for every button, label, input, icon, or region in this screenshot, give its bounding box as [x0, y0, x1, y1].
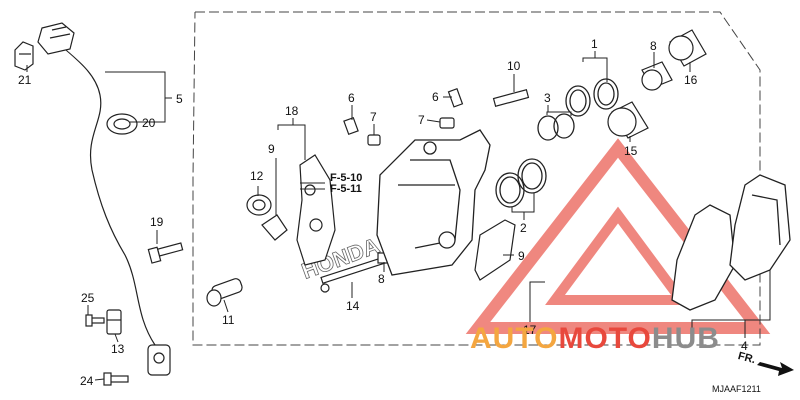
part-label-16: 14	[346, 299, 360, 313]
part-label-9: 9	[518, 249, 525, 263]
part-label-3: 3	[544, 91, 551, 105]
part-label-14: 12	[250, 169, 264, 183]
watermark-hub: HUB	[652, 322, 720, 355]
part-label-4: 4	[741, 339, 748, 353]
pad-spring-11	[261, 214, 288, 241]
watermark-text: AUTOMOTOHUB	[470, 322, 720, 355]
part-label-7a: 7	[370, 110, 377, 124]
wire-clamp	[106, 309, 122, 335]
part-label-18: 16	[684, 73, 698, 87]
part-label-21: 19	[150, 215, 164, 229]
part-label-12: 10	[507, 59, 521, 73]
leader-lines	[26, 51, 771, 381]
sensor-head	[147, 344, 171, 376]
part-label-19: 17	[523, 323, 537, 337]
piston-18	[668, 29, 707, 67]
pad-shim-9	[474, 219, 516, 281]
watermark-moto: MOTO	[558, 322, 651, 355]
brake-pad-outer	[729, 174, 791, 281]
front-direction-indicator: FR.	[737, 350, 794, 376]
watermark-auto: AUTO	[470, 322, 558, 355]
slide-pin-13	[206, 278, 243, 307]
clamp-bolt-25	[85, 314, 105, 327]
caliper-body	[376, 129, 491, 276]
part-label-5: 5	[176, 92, 183, 106]
part-label-10: 8	[378, 272, 385, 286]
ref-label-f-5-10: F-5-10	[330, 172, 362, 184]
piston-8	[641, 61, 673, 91]
sensor-connector	[37, 22, 75, 55]
piston-seal-set	[495, 78, 619, 208]
slide-pin-boot-14	[246, 194, 272, 216]
part-label-6b: 6	[432, 90, 439, 104]
connector-clip	[14, 41, 34, 71]
wire-grommet	[106, 113, 138, 135]
part-label-23: 21	[18, 73, 32, 87]
piston-17	[607, 101, 649, 139]
part-label-1: 1	[591, 37, 598, 51]
assembly-boundary	[192, 11, 761, 346]
direction-arrow-icon	[757, 362, 794, 376]
piston-12	[492, 89, 530, 107]
part-label-8: 8	[650, 39, 657, 53]
part-label-24: 24	[80, 374, 94, 388]
part-label-20: 18	[285, 104, 299, 118]
part-label-22: 20	[142, 116, 156, 130]
ref-label-f-5-11: F-5-11	[330, 183, 362, 195]
part-label-2: 2	[520, 221, 527, 235]
brake-pad-inner	[671, 204, 736, 311]
bracket-bolt-21	[147, 242, 184, 264]
part-label-11: 9	[268, 142, 275, 156]
speed-sensor-wire	[54, 39, 158, 347]
part-label-25: 25	[81, 291, 95, 305]
part-label-6a: 6	[348, 91, 355, 105]
bleeder-valve-6	[343, 88, 464, 136]
svg-text:AUTOMOTOHUB: AUTOMOTOHUB	[470, 322, 720, 355]
sensor-bolt-24	[103, 372, 129, 386]
part-label-7b: 7	[418, 113, 425, 127]
part-label-15: 13	[111, 342, 125, 356]
part-label-17: 15	[624, 144, 638, 158]
diagram-code: MJAAF1211	[712, 384, 761, 394]
part-label-13: 11	[222, 313, 235, 327]
direction-label: FR.	[737, 350, 757, 366]
